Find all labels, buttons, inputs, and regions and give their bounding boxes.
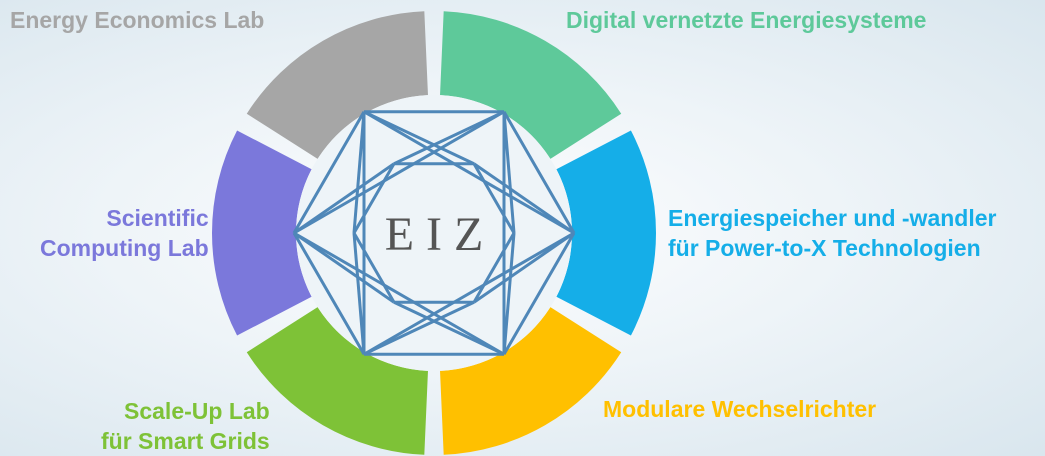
inner-hexagon-edge — [352, 232, 396, 304]
star-edge — [363, 231, 575, 356]
inner-hexagon-edge — [352, 162, 396, 234]
connector-edge — [352, 111, 366, 234]
outer-hexagon-edge — [292, 232, 366, 355]
label-scientific-computing-lab: Scientific Computing Lab — [40, 203, 209, 263]
connector-edge — [352, 232, 366, 355]
ring-segments — [211, 11, 656, 455]
segment-scale-up-lab — [246, 307, 428, 455]
outer-hexagon-edge — [502, 232, 576, 355]
outer-hexagon-edge — [292, 111, 366, 234]
label-line: für Smart Grids — [101, 428, 270, 454]
star-edge — [293, 231, 505, 356]
connector-edge — [293, 231, 395, 304]
segment-energy-economics — [246, 11, 428, 159]
segment-digital-energiesysteme — [440, 11, 622, 159]
label-digital-vernetzte-energiesysteme: Digital vernetzte Energiesysteme — [566, 5, 926, 35]
label-line: Energy Economics Lab — [10, 7, 265, 33]
label-line: Scale-Up Lab — [124, 398, 270, 424]
star-edge — [293, 110, 505, 235]
label-line: Digital vernetzte Energiesysteme — [566, 7, 927, 33]
connector-edge — [502, 111, 516, 234]
label-scale-up-lab: Scale-Up Lab für Smart Grids — [101, 396, 270, 456]
inner-hexagon-edge — [472, 162, 516, 234]
connector-edge — [502, 232, 516, 355]
segment-scientific-computing — [211, 130, 312, 336]
connector-edge — [393, 300, 505, 356]
connector-edge — [363, 300, 475, 356]
label-modulare-wechselrichter: Modulare Wechselrichter — [603, 394, 876, 424]
label-energiespeicher-und-wandler: Energiespeicher und -wandler für Power-t… — [668, 203, 996, 263]
label-line: Energiespeicher und -wandler — [668, 205, 997, 231]
label-line: Scientific — [106, 205, 209, 231]
connector-edge — [363, 110, 475, 166]
label-line: Computing Lab — [40, 235, 209, 261]
eiz-emblem-lines — [292, 110, 576, 356]
label-line: für Power-to-X Technologien — [668, 235, 981, 261]
connector-edge — [293, 162, 395, 235]
star-edge — [363, 110, 575, 235]
label-line: Modulare Wechselrichter — [603, 396, 877, 422]
center-eiz-text: E I Z — [385, 208, 484, 261]
segment-energiespeicher — [556, 130, 656, 336]
label-energy-economics-lab: Energy Economics Lab — [10, 5, 264, 35]
inner-hexagon-edge — [472, 232, 516, 304]
outer-hexagon-edge — [502, 111, 576, 234]
segment-wechselrichter — [440, 307, 622, 455]
connector-edge — [473, 162, 575, 235]
connector-edge — [393, 110, 505, 166]
connector-edge — [473, 231, 575, 304]
